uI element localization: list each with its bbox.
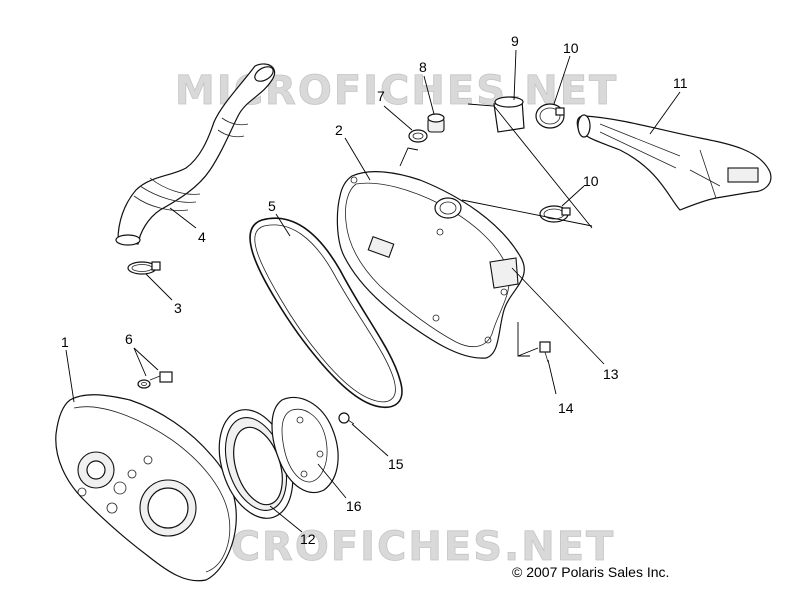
part-14-bolt [539, 341, 551, 363]
callout-9: 9 [511, 33, 519, 49]
part-6-bolt [137, 371, 173, 389]
callout-14: 14 [558, 400, 574, 416]
watermark-bottom: MICROFICHES.NET [172, 524, 615, 570]
callout-3: 3 [174, 300, 182, 316]
callout-15: 15 [388, 456, 404, 472]
part-9-coupler [493, 96, 525, 133]
callout-12: 12 [300, 531, 316, 547]
part-8-plug [427, 113, 445, 133]
callout-5: 5 [268, 198, 276, 214]
part-15-screw [338, 412, 355, 425]
callout-7: 7 [377, 88, 385, 104]
callout-8: 8 [419, 59, 427, 75]
callouts: 1 2 3 4 5 6 7 8 9 10 11 10 12 13 14 15 1… [61, 33, 688, 547]
part-3-clamp [127, 261, 161, 275]
callout-6: 6 [125, 331, 133, 347]
callout-13: 13 [603, 366, 619, 382]
callout-16: 16 [346, 498, 362, 514]
copyright-notice: © 2007 Polaris Sales Inc. [512, 564, 670, 580]
callout-2: 2 [335, 122, 343, 138]
callout-10-top: 10 [563, 40, 579, 56]
part-1-inner-cover [55, 394, 237, 582]
callout-4: 4 [198, 229, 206, 245]
part-7-o-ring [408, 129, 428, 143]
part-11-intake-duct [576, 114, 772, 211]
callout-10-lower: 10 [583, 173, 599, 189]
part-10-clamp-lower [539, 205, 571, 223]
callout-11: 11 [673, 75, 688, 91]
part-4-intake-duct [115, 63, 276, 246]
part-2-outer-cover [336, 171, 525, 359]
part-10-clamp-top [535, 103, 565, 129]
leader-lines [65, 49, 681, 533]
part-5-drive-belt [249, 217, 403, 408]
callout-1: 1 [61, 334, 69, 350]
